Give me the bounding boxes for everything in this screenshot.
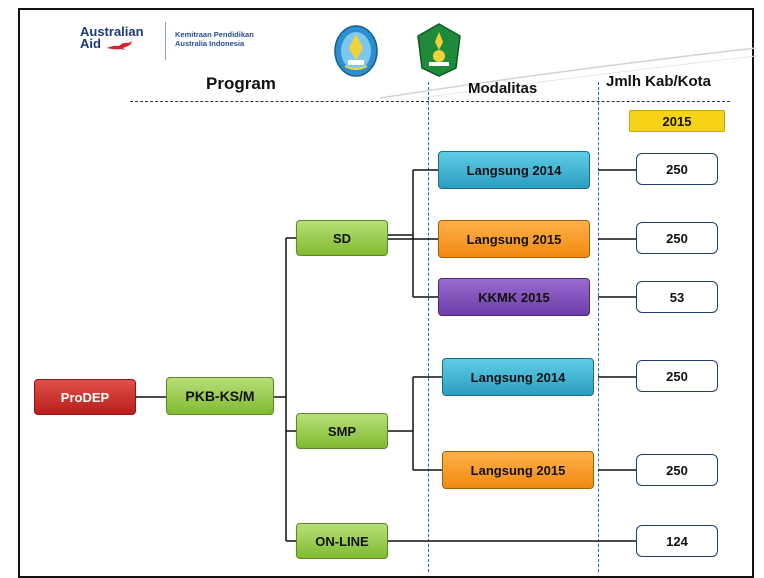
header-dashed-divider: [130, 101, 730, 102]
modality-box-sd-langsung-2014: Langsung 2014: [438, 151, 590, 189]
modality-box-sd-kkmk-2015: KKMK 2015: [438, 278, 590, 316]
pkb-ksm-box: PKB-KS/M: [166, 377, 274, 415]
online-box: ON-LINE: [296, 523, 388, 559]
jmlh-kab-kota-header: Jmlh Kab/Kota: [606, 73, 712, 90]
slide-frame: [18, 8, 754, 578]
modalitas-header: Modalitas: [468, 80, 538, 97]
prodep-box: ProDEP: [34, 379, 136, 415]
modality-box-sd-langsung-2015: Langsung 2015: [438, 220, 590, 258]
australian-aid-line2: Aid: [80, 37, 144, 51]
australian-aid-logo: Australian Aid: [80, 24, 144, 51]
kemenag-emblem-icon: [417, 23, 461, 77]
count-box-online: 124: [636, 525, 718, 557]
program-header: Program: [206, 74, 276, 93]
kangaroo-icon: [106, 40, 132, 50]
tree-connectors: [136, 169, 636, 542]
count-box-sd-langsung-2015: 250: [636, 222, 718, 254]
smp-box: SMP: [296, 413, 388, 449]
kemitraan-line1: Kemitraan Pendidikan: [175, 30, 254, 39]
kemitraan-line2: Australia Indonesia: [175, 39, 245, 48]
kemitraan-logo-text: Kemitraan Pendidikan Australia Indonesia: [175, 30, 254, 48]
kemdikbud-emblem-icon: [334, 25, 378, 77]
modality-box-smp-langsung-2015: Langsung 2015: [442, 451, 594, 489]
count-box-sd-langsung-2014: 250: [636, 153, 718, 185]
modalitas-dashed-divider: [428, 82, 429, 572]
sd-box: SD: [296, 220, 388, 256]
modality-box-smp-langsung-2014: Langsung 2014: [442, 358, 594, 396]
jmlh-dashed-divider: [598, 82, 599, 572]
count-box-smp-langsung-2014: 250: [636, 360, 718, 392]
count-box-sd-kkmk-2015: 53: [636, 281, 718, 313]
count-box-smp-langsung-2015: 250: [636, 454, 718, 486]
logo-divider: [165, 22, 166, 60]
year-badge: 2015: [629, 110, 725, 132]
australian-aid-line1: Australian: [80, 24, 144, 39]
